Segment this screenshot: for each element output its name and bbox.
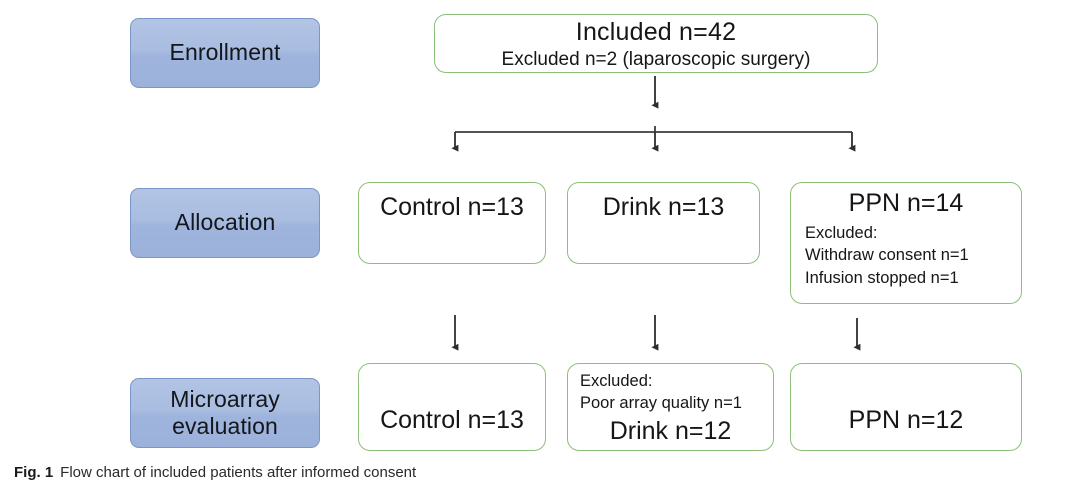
node-allocation-ppn-excluded-item-1: Withdraw consent n=1 xyxy=(805,246,969,265)
node-allocation-ppn: PPN n=14 Excluded: Withdraw consent n=1 … xyxy=(790,182,1022,304)
stage-label-microarray-line2: evaluation xyxy=(172,413,278,439)
figure-caption-label: Fig. 1 xyxy=(14,464,54,481)
node-allocation-ppn-title: PPN n=14 xyxy=(848,189,964,217)
connector-split-bar xyxy=(451,126,856,152)
node-included: Included n=42 Excluded n=2 (laparoscopic… xyxy=(434,14,878,73)
node-allocation-ppn-excluded-header: Excluded: xyxy=(805,224,878,242)
node-microarray-drink-excluded: Excluded: Poor array quality n=1 xyxy=(580,370,773,415)
stage-label-allocation-text: Allocation xyxy=(174,209,276,236)
node-allocation-drink: Drink n=13 xyxy=(567,182,760,264)
stage-label-microarray-line1: Microarray xyxy=(170,385,280,412)
node-microarray-ppn-title: PPN n=12 xyxy=(848,406,964,434)
node-microarray-control: Control n=13 xyxy=(358,363,546,451)
node-microarray-drink: Excluded: Poor array quality n=1 Drink n… xyxy=(567,363,774,451)
node-allocation-drink-title: Drink n=13 xyxy=(602,193,725,221)
node-included-subtitle: Excluded n=2 (laparoscopic surgery) xyxy=(501,49,811,70)
node-microarray-control-title: Control n=13 xyxy=(380,406,524,434)
stage-label-allocation: Allocation xyxy=(130,188,320,258)
node-included-title: Included n=42 xyxy=(575,18,737,46)
node-microarray-drink-excluded-item-1: Poor array quality n=1 xyxy=(580,394,742,413)
node-allocation-control-title: Control n=13 xyxy=(380,193,524,221)
node-allocation-control: Control n=13 xyxy=(358,182,546,264)
node-allocation-ppn-excluded: Excluded: Withdraw consent n=1 Infusion … xyxy=(805,222,1021,289)
figure-caption: Fig. 1 Flow chart of included patients af… xyxy=(14,464,416,481)
node-microarray-ppn: PPN n=12 xyxy=(790,363,1022,451)
stage-label-enrollment: Enrollment xyxy=(130,18,320,88)
figure-caption-text: Flow chart of included patients after in… xyxy=(60,464,417,481)
node-microarray-drink-title: Drink n=12 xyxy=(609,416,732,445)
node-microarray-drink-excluded-header: Excluded: xyxy=(580,372,653,390)
stage-label-enrollment-text: Enrollment xyxy=(169,39,281,66)
stage-label-microarray: Microarray evaluation xyxy=(130,378,320,448)
node-allocation-ppn-excluded-item-2: Infusion stopped n=1 xyxy=(805,268,959,287)
